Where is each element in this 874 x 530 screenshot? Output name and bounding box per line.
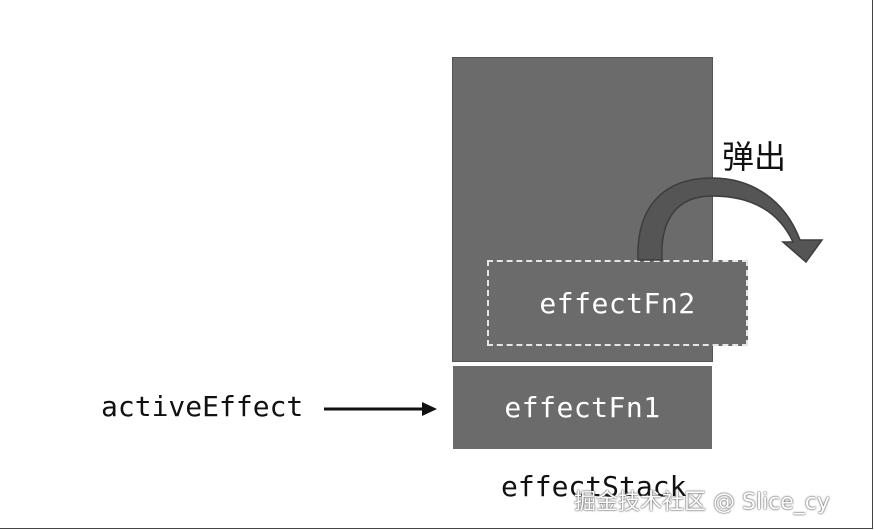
effect-fn1-label: effectFn1 xyxy=(504,391,661,424)
active-effect-label: activeEffect xyxy=(101,390,304,423)
pop-out-label: 弹出 xyxy=(722,138,787,176)
pop-out-curved-arrow xyxy=(637,177,824,264)
effect-fn2-box: effectFn2 xyxy=(487,260,748,346)
watermark: 掘金技术社区 @ Slice_cy xyxy=(574,490,830,515)
effect-stack-label: effectStack xyxy=(501,470,687,503)
effect-fn1-box: effectFn1 xyxy=(453,366,712,449)
active-effect-arrow xyxy=(324,402,437,416)
effect-fn2-label: effectFn2 xyxy=(539,286,696,320)
